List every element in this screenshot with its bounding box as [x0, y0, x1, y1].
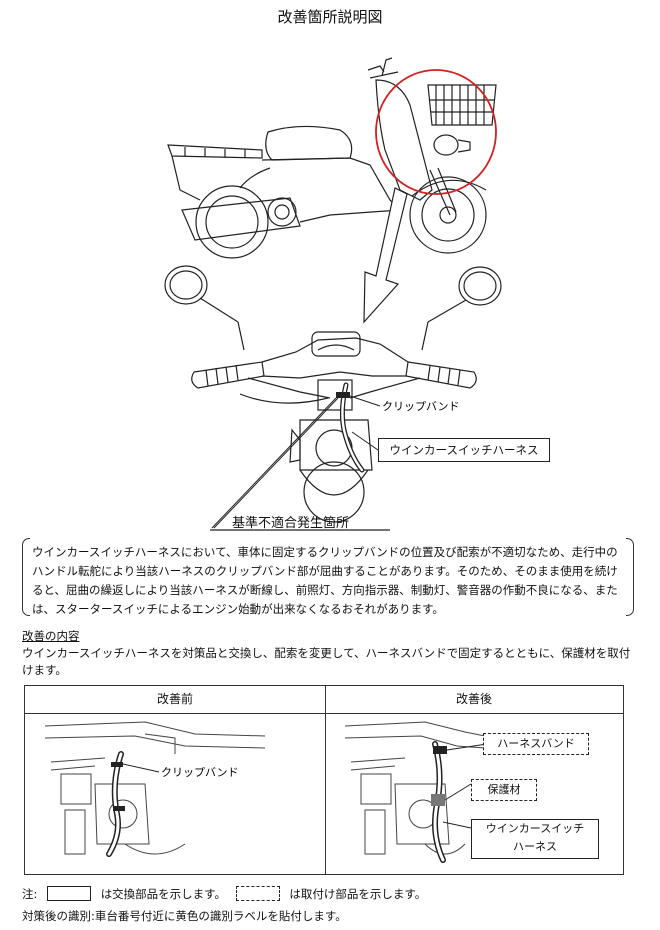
improvement-text: ウインカースイッチハーネスを対策品と交換し、配索を変更して、ハーネスバンドで固定…	[22, 646, 631, 677]
winker-line1: ウインカースイッチ	[485, 822, 585, 835]
note-replace: は交換部品を示します。	[100, 886, 227, 901]
harness-band-label: ハーネスバンド	[483, 733, 589, 755]
note-install: は取付け部品を示します。	[289, 886, 427, 901]
clip-band-marker	[336, 392, 350, 398]
bracket-right	[626, 538, 634, 616]
down-arrow-icon	[363, 187, 408, 324]
clip-band-label: クリップバンド	[382, 400, 460, 413]
after-winker-harness-label: ウインカースイッチ ハーネス	[471, 819, 599, 859]
after-header: 改善後	[325, 686, 623, 714]
legend-note: 注: は交換部品を示します。 は取付け部品を示します。	[22, 884, 426, 902]
scooter-illustration: クリップバンド	[164, 57, 502, 531]
before-header: 改善前	[25, 686, 325, 714]
page-title: 改善箇所説明図	[277, 8, 383, 26]
description-box: ウインカースイッチハーネスにおいて、車体に固定するクリップバンドの位置及び配索が…	[22, 538, 634, 616]
after-drawing	[344, 721, 488, 863]
description-text: ウインカースイッチハーネスにおいて、車体に固定するクリップバンドの位置及び配索が…	[32, 545, 618, 616]
solid-box-legend	[47, 886, 92, 901]
identification-note: 対策後の識別:車台番号付近に黄色の識別ラベルを貼付します。	[22, 909, 347, 923]
winker-harness-label: ウインカースイッチハーネス	[378, 438, 550, 462]
highlight-circle	[375, 69, 497, 195]
dashed-box-legend	[235, 886, 280, 901]
protector-label: 保護材	[471, 779, 537, 801]
winker-line2: ハーネス	[513, 840, 557, 853]
comparison-table: 改善前 改善後 クリップバンド	[24, 685, 624, 875]
before-clip-label: クリップバンド	[161, 766, 239, 779]
defect-location-label: 基準不適合発生箇所	[232, 516, 350, 531]
bracket-left	[22, 538, 30, 616]
note-prefix: 注:	[22, 886, 38, 901]
before-drawing: クリップバンド	[44, 721, 266, 857]
improvement-heading: 改善の内容	[22, 629, 80, 643]
column-divider	[325, 686, 326, 874]
